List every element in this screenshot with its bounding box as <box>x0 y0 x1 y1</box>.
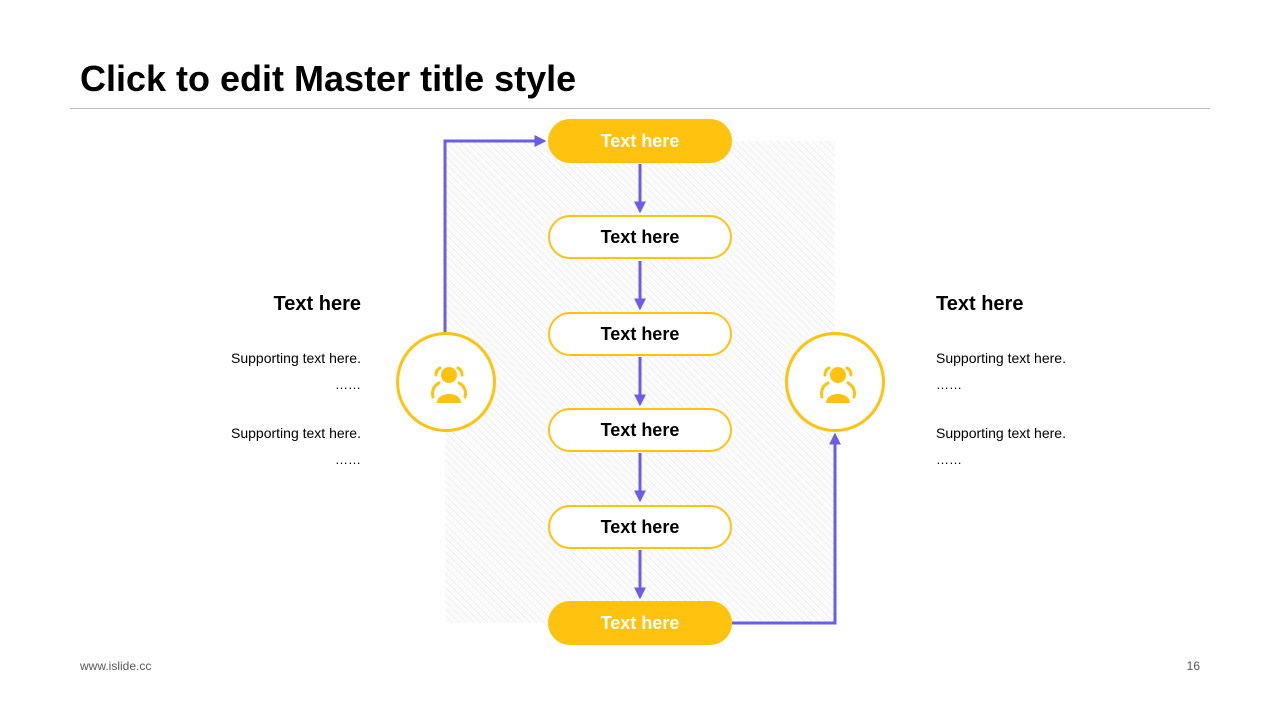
right-node <box>785 332 885 432</box>
footer-website: www.islide.cc <box>80 659 152 673</box>
left-heading: Text here <box>273 293 361 315</box>
title-divider <box>70 108 1210 109</box>
left-dots-1: …… <box>335 377 361 392</box>
connector-left-loop <box>443 135 547 332</box>
flow-step-1: Text here <box>548 119 732 163</box>
left-support-1: Supporting text here. <box>231 350 361 366</box>
flow-step-6: Text here <box>548 601 732 645</box>
flow-step-4: Text here <box>548 408 732 452</box>
slide-title: Click to edit Master title style <box>80 58 577 99</box>
right-dots-2: …… <box>936 452 962 467</box>
flow-step-5: Text here <box>548 505 732 549</box>
right-support-1: Supporting text here. <box>936 350 1066 366</box>
left-node <box>396 332 496 432</box>
users-icon <box>820 366 856 403</box>
flow-step-2: Text here <box>548 215 732 259</box>
left-support-2: Supporting text here. <box>231 425 361 441</box>
right-heading: Text here <box>936 293 1024 315</box>
right-dots-1: …… <box>936 377 962 392</box>
flow-step-3: Text here <box>548 312 732 356</box>
connector-right-loop <box>732 432 841 625</box>
left-dots-2: …… <box>335 452 361 467</box>
page-number: 16 <box>1186 659 1200 673</box>
right-support-2: Supporting text here. <box>936 425 1066 441</box>
users-icon <box>431 366 467 403</box>
